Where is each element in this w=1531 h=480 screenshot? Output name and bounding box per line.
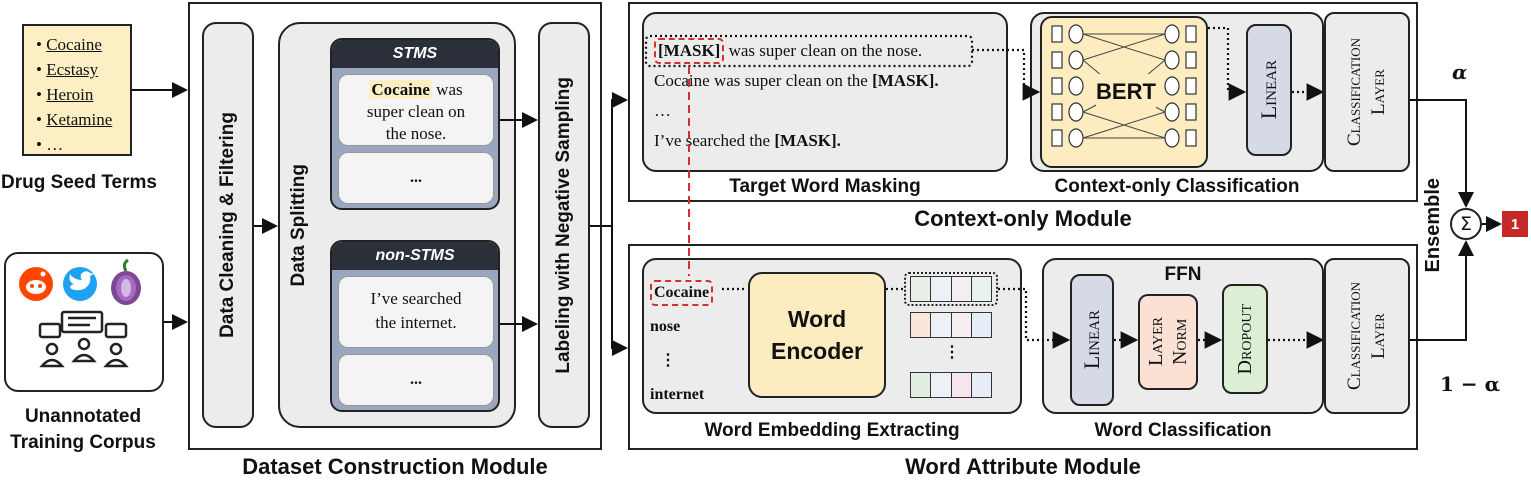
nonstms-more-card: ... bbox=[338, 354, 494, 406]
word-embedding-label: Word Embedding Extracting bbox=[704, 420, 960, 441]
dotted-arrow bbox=[1208, 26, 1247, 101]
word-item: internet bbox=[650, 386, 705, 403]
alpha-label: α bbox=[1452, 60, 1468, 84]
sentence-text: Cocaine was super clean on the bbox=[654, 71, 873, 90]
one-minus-alpha-label: 1 − α bbox=[1440, 372, 1500, 396]
mask-token: [MASK]. bbox=[872, 71, 939, 90]
dropout-block: Dropout bbox=[1222, 284, 1268, 394]
word-encoder-label-1: Word bbox=[787, 306, 847, 332]
dotted-arrow bbox=[998, 287, 1071, 349]
mask-token-highlight: [MASK] bbox=[654, 38, 725, 64]
sentence-text: was super clean on the nose. bbox=[724, 41, 923, 60]
seed-terms-box: • Cocaine • Ecstasy • Heroin • Ketamine … bbox=[22, 24, 132, 156]
nonstms-text: the internet. bbox=[375, 313, 457, 332]
embedding-vector bbox=[910, 312, 992, 338]
word-module-label: Word Attribute Module bbox=[905, 454, 1141, 479]
data-cleaning-block: Data Cleaning & Filtering bbox=[202, 22, 254, 428]
stms-text: the nose. bbox=[385, 124, 447, 143]
context-linear-block: Linear bbox=[1246, 24, 1292, 156]
stms-more-card: ... bbox=[338, 152, 494, 204]
embedding-vdots: ⋮ bbox=[944, 344, 960, 361]
labeling-block: Labeling with Negative Sampling bbox=[538, 22, 590, 428]
seed-term: • Heroin bbox=[36, 85, 94, 104]
seed-terms-label: Drug Seed Terms bbox=[1, 172, 157, 193]
word-classification-label: Word Classification bbox=[1094, 420, 1272, 441]
word-encoder-label-2: Encoder bbox=[770, 338, 864, 364]
stms-highlight-word: Cocaine bbox=[369, 80, 432, 99]
seed-term: • Cocaine bbox=[36, 35, 102, 54]
stms-example-card: Cocaine was super clean on the nose. bbox=[338, 74, 494, 146]
embedding-vector bbox=[910, 276, 992, 302]
word-list: Cocaine nose ⋮ internet bbox=[650, 276, 740, 412]
corpus-label: Unannotated Training Corpus bbox=[0, 404, 166, 456]
word-item-vdots: ⋮ bbox=[660, 352, 676, 369]
bert-block: BERT bbox=[1040, 16, 1208, 168]
corpus-label-line2: Training Corpus bbox=[10, 432, 156, 453]
corpus-label-line1: Unannotated bbox=[24, 406, 142, 427]
stms-text: was bbox=[431, 80, 463, 99]
sentence-ellipsis: … bbox=[654, 101, 671, 120]
dataset-module-label: Dataset Construction Module bbox=[242, 454, 548, 479]
nonstms-text: I’ve searched bbox=[370, 289, 462, 308]
sigma-icon: Σ bbox=[1459, 213, 1472, 235]
target-word-masking-block: [MASK] was super clean on the nose. Coca… bbox=[642, 12, 1008, 172]
stms-title: STMS bbox=[332, 40, 498, 68]
masked-sentence-outline bbox=[644, 34, 974, 68]
seed-term: • … bbox=[36, 135, 64, 154]
word-encoder-block: Word Encoder bbox=[748, 272, 886, 398]
output-value: 1 bbox=[1510, 215, 1520, 233]
bert-network bbox=[1051, 24, 1197, 148]
word-item: nose bbox=[650, 318, 681, 335]
nonstms-title: non-STMS bbox=[332, 242, 498, 270]
context-module-label: Context-only Module bbox=[914, 206, 1132, 231]
arrow bbox=[1410, 240, 1474, 341]
context-classification-layer: Classification Layer bbox=[1324, 12, 1410, 172]
bert-label: BERT bbox=[1096, 74, 1156, 110]
context-classification-label: Context-only Classification bbox=[1054, 176, 1300, 197]
discussion-icon bbox=[38, 310, 129, 368]
masked-sentence-1: [MASK] was super clean on the nose. bbox=[654, 36, 1006, 66]
word-item-highlight: Cocaine bbox=[650, 280, 714, 306]
seed-term: • Ecstasy bbox=[36, 60, 99, 79]
seed-term: • Ketamine bbox=[36, 110, 113, 129]
ffn-linear-block: Linear bbox=[1070, 274, 1114, 406]
tor-icon bbox=[111, 258, 141, 305]
mask-token: [MASK]. bbox=[774, 131, 841, 150]
target-masking-label: Target Word Masking bbox=[729, 176, 921, 197]
embedding-vector bbox=[910, 372, 992, 398]
arrow bbox=[590, 92, 628, 227]
stms-text: super clean on bbox=[366, 102, 466, 121]
dotted-arrow bbox=[972, 48, 1041, 101]
masked-sentence-4: I’ve searched the [MASK]. bbox=[654, 126, 1006, 156]
corpus-icons bbox=[19, 258, 141, 368]
arrow bbox=[611, 226, 628, 356]
arrow bbox=[1410, 99, 1474, 208]
stms-panel: STMS Cocaine was super clean on the nose… bbox=[330, 38, 500, 210]
nonstms-panel: non-STMS I’ve searched the internet. ... bbox=[330, 240, 500, 412]
layer-norm-block: Layer Norm bbox=[1138, 294, 1198, 390]
masked-sentence-2: Cocaine was super clean on the [MASK]. bbox=[654, 66, 1006, 96]
corpus-box bbox=[4, 252, 164, 392]
nonstms-example-card: I’ve searched the internet. bbox=[338, 276, 494, 348]
embedding-highlight bbox=[904, 272, 998, 306]
sentence-text: I’ve searched the bbox=[654, 131, 775, 150]
output-box: 1 bbox=[1502, 211, 1528, 237]
sum-node: Σ bbox=[1450, 208, 1482, 240]
ffn-label: FFN bbox=[1164, 264, 1202, 285]
word-classification-layer: Classification Layer bbox=[1324, 258, 1410, 414]
